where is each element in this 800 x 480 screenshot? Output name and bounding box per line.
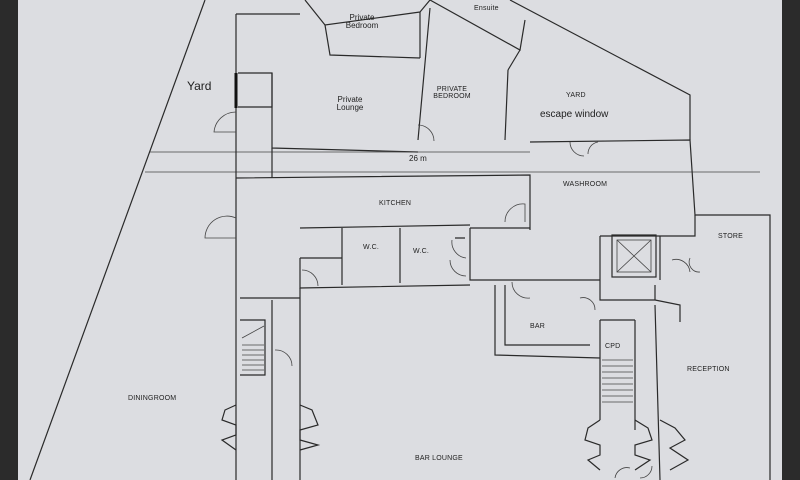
label-wc-2: W.C. bbox=[413, 248, 429, 255]
stair-left-walls bbox=[240, 319, 266, 376]
label-private-lounge: Private Lounge bbox=[336, 95, 364, 113]
label-yard-right: YARD bbox=[566, 92, 586, 99]
door-arc-stair-left bbox=[274, 349, 293, 367]
label-bar: BAR bbox=[530, 323, 545, 330]
label-escape-window: escape window bbox=[540, 109, 609, 120]
lift-shaft-box bbox=[611, 234, 657, 278]
label-wc-1: W.C. bbox=[363, 244, 379, 251]
corridor-walls bbox=[240, 288, 301, 480]
stair-left-treads bbox=[242, 344, 264, 371]
pillars-right bbox=[584, 419, 690, 471]
door-arc-bar bbox=[511, 281, 531, 299]
label-reception: RECEPTION bbox=[687, 366, 730, 373]
door-arc-wc2 bbox=[449, 239, 467, 277]
door-arc-yard bbox=[213, 111, 237, 133]
door-arc-bar2 bbox=[579, 297, 596, 311]
site-boundary-diagonal bbox=[29, 0, 206, 480]
stair-right-walls bbox=[599, 319, 636, 420]
label-store: STORE bbox=[718, 233, 743, 240]
lift-shaft-cross bbox=[616, 239, 652, 273]
private-bedroom-top-walls bbox=[324, 12, 421, 59]
label-washroom: WASHROOM bbox=[563, 181, 608, 188]
label-private-bedroom-top: Private Bedroom bbox=[345, 13, 379, 31]
reception-walls bbox=[634, 304, 661, 480]
label-bar-lounge: BAR LOUNGE bbox=[415, 455, 463, 462]
door-arc-bottom-right bbox=[614, 465, 653, 479]
wc-block-walls bbox=[299, 224, 471, 289]
door-arc-kitchen bbox=[504, 203, 526, 223]
stair-right-treads bbox=[602, 359, 633, 403]
private-bedroom-mid-walls bbox=[417, 7, 509, 141]
main-block-walls bbox=[235, 148, 696, 480]
yard-box bbox=[238, 72, 273, 108]
label-private-bedroom-mid: PRIVATE BEDROOM bbox=[433, 86, 471, 101]
boundary-top-right bbox=[529, 139, 771, 480]
door-arc-store bbox=[671, 257, 701, 273]
ensuite-walls bbox=[429, 0, 526, 71]
label-diningroom: DININGROOM bbox=[128, 395, 177, 402]
pillars-left bbox=[220, 404, 321, 451]
label-kitchen: KITCHEN bbox=[379, 200, 412, 207]
door-arc-wc1 bbox=[301, 269, 319, 287]
label-dimension: 26 m bbox=[409, 154, 427, 163]
door-arc-left bbox=[204, 215, 237, 239]
stair-left-diagonal bbox=[241, 325, 265, 339]
door-arc-bedroom-mid bbox=[417, 124, 435, 142]
bar-walls bbox=[494, 280, 681, 359]
label-yard-left: Yard bbox=[187, 79, 212, 93]
label-cpd: CPD bbox=[605, 343, 621, 350]
label-ensuite: Ensuite bbox=[474, 5, 499, 12]
lift-shaft-inner bbox=[616, 239, 652, 273]
door-arc-yard-right bbox=[569, 141, 599, 157]
private-block-outline bbox=[235, 0, 691, 148]
